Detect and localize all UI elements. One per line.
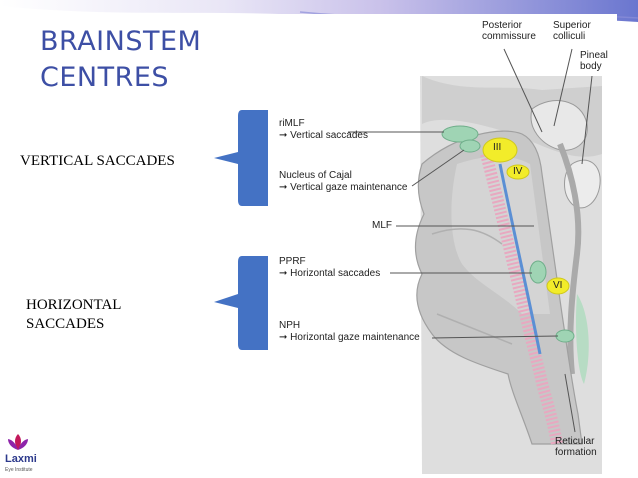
cajal-label: Nucleus of Cajal ➞ Vertical gaze mainten… xyxy=(279,170,407,194)
pineal-body-line1: Pineal xyxy=(580,50,608,61)
arrow-right-icon: ➞ xyxy=(279,332,291,343)
horizontal-saccades-label-line1: HORIZONTAL xyxy=(26,297,122,313)
horizontal-bracket xyxy=(214,256,268,350)
nph-name: NPH xyxy=(279,320,301,331)
nucleus-vi-shape xyxy=(546,277,570,295)
mlf-tract xyxy=(498,163,542,355)
superior-colliculi-label: Superior colliculi xyxy=(553,20,591,42)
cajal-nucleus xyxy=(459,139,481,153)
nucleus-vi-label: VI xyxy=(553,280,563,291)
rimlf-label: riMLF ➞ Vertical saccades xyxy=(279,118,368,142)
pineal-body-line2: body xyxy=(580,61,602,72)
cajal-name: Nucleus of Cajal xyxy=(279,170,352,181)
page-title-line1: BRAINSTEM xyxy=(40,26,202,57)
reticular-formation-line2: formation xyxy=(555,447,597,458)
logo-name: Laxmi xyxy=(5,453,37,465)
nph-label: NPH ➞ Horizontal gaze maintenance xyxy=(279,320,420,344)
pineal-body-label: Pineal body xyxy=(580,50,608,72)
brainstem-diagram xyxy=(272,14,617,474)
logo-tagline: Eye Institute xyxy=(5,467,33,473)
posterior-commissure-line2: commissure xyxy=(482,31,536,42)
nucleus-iv-label: IV xyxy=(513,166,523,177)
reticular-formation-line1: Reticular xyxy=(555,436,595,447)
pprf-function: Horizontal saccades xyxy=(290,268,381,279)
cajal-function: Vertical gaze maintenance xyxy=(290,182,408,193)
horizontal-saccades-label-line2: SACCADES xyxy=(26,316,105,332)
reticular-formation-label: Reticular formation xyxy=(555,436,597,458)
nucleus-iii-label: III xyxy=(493,142,502,153)
nph-nucleus xyxy=(555,329,575,343)
nucleus-iii-shape xyxy=(482,137,518,163)
pprf-nucleus xyxy=(529,260,547,284)
nucleus-iv-shape xyxy=(506,164,530,180)
arrow-right-icon: ➞ xyxy=(279,130,291,141)
vertical-bracket xyxy=(214,110,268,206)
page-title-line2: CENTRES xyxy=(40,62,170,93)
vertical-saccades-label: VERTICAL SACCADES xyxy=(20,153,175,169)
posterior-commissure-label: Posterior commissure xyxy=(482,20,536,42)
rimlf-name: riMLF xyxy=(279,118,305,129)
mlf-label: MLF xyxy=(372,220,392,231)
arrow-right-icon: ➞ xyxy=(279,268,291,279)
bracket-shapes xyxy=(214,110,268,350)
pprf-label: PPRF ➞ Horizontal saccades xyxy=(279,256,380,280)
posterior-commissure-line1: Posterior xyxy=(482,20,523,31)
superior-colliculi-shape xyxy=(530,100,588,151)
rimlf-nucleus xyxy=(441,125,479,143)
arrow-right-icon: ➞ xyxy=(279,182,291,193)
reticular-formation-band xyxy=(480,152,563,445)
superior-colliculi-line2: colliculi xyxy=(553,31,586,42)
laxmi-lotus-logo xyxy=(8,434,28,450)
rimlf-function: Vertical saccades xyxy=(290,130,368,141)
pprf-name: PPRF xyxy=(279,256,306,267)
superior-colliculi-line1: Superior xyxy=(553,20,591,31)
nph-function: Horizontal gaze maintenance xyxy=(290,332,420,343)
